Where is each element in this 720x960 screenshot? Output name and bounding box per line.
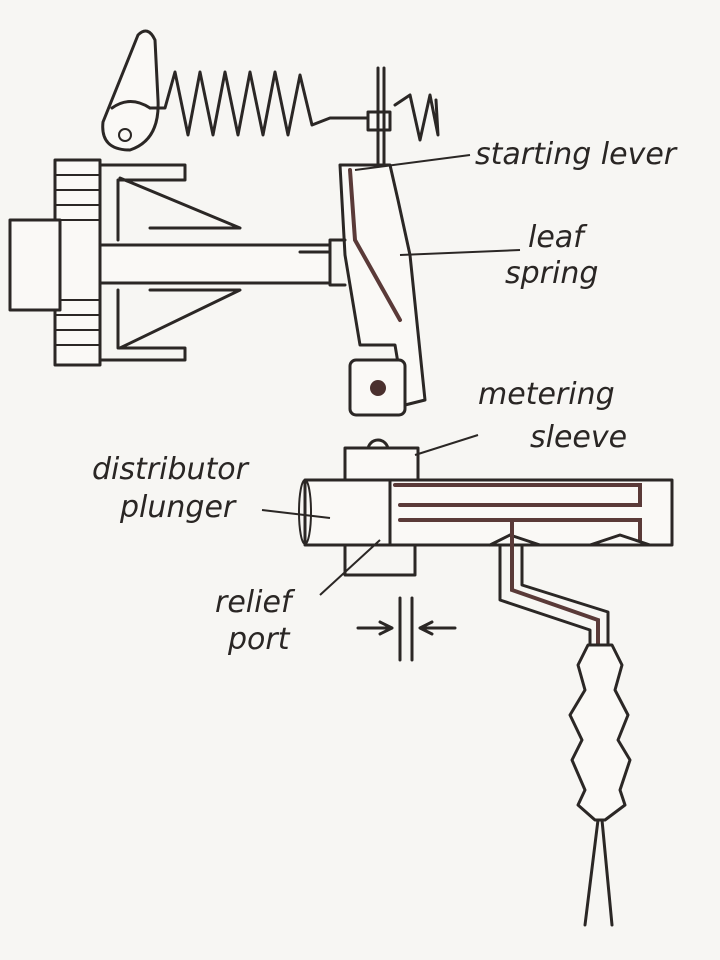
label-starting-lever: starting lever [475,137,677,172]
injector-line [498,518,632,927]
label-metering: metering [478,377,615,412]
label-relief: relief [215,585,292,620]
leader-lines [261,154,521,596]
starting-lever-body [328,163,427,417]
label-distributor: distributor [92,452,248,487]
metering-sleeve [343,438,420,482]
label-spring: spring [505,256,599,291]
adjusting-rod [376,66,440,167]
label-port: port [228,622,290,657]
label-sleeve: sleeve [530,420,628,455]
flyweight-assembly [8,158,332,367]
distributor-head [298,478,674,577]
governor-spring [148,70,392,137]
governor-lever [101,29,160,152]
label-leaf: leaf [528,220,584,255]
relief-port-dimension [356,596,457,662]
label-plunger: plunger [120,490,236,525]
